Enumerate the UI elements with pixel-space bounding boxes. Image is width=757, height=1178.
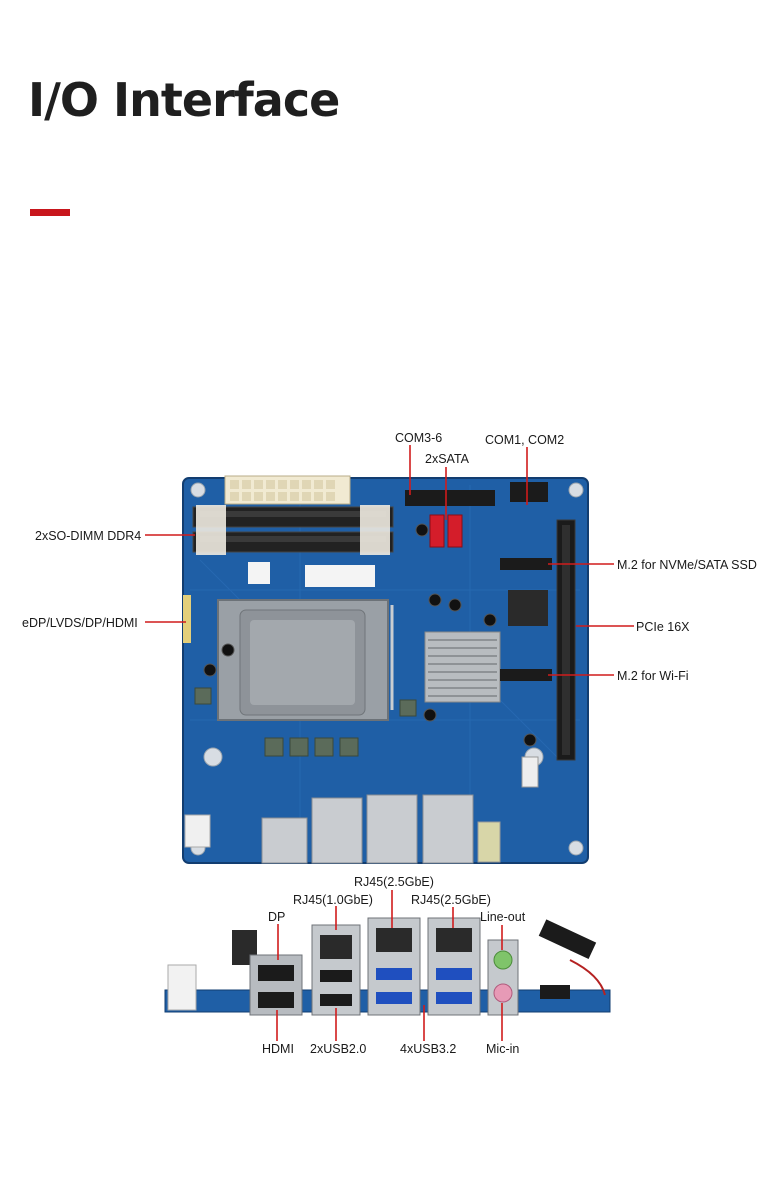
label-m2-nvme: M.2 for NVMe/SATA SSD — [617, 558, 757, 572]
label-usb2: 2xUSB2.0 — [310, 1042, 367, 1056]
label-rj45-2-5g-right: RJ45(2.5GbE) — [411, 893, 491, 907]
motherboard-top-view — [182, 475, 589, 864]
title-accent-bar — [30, 209, 70, 216]
label-rj45-1g: RJ45(1.0GbE) — [293, 893, 373, 907]
label-com1-com2: COM1, COM2 — [485, 433, 565, 447]
label-m2-wifi: M.2 for Wi-Fi — [617, 669, 689, 683]
label-mic-in: Mic-in — [486, 1042, 520, 1056]
label-usb32: 4xUSB3.2 — [400, 1042, 457, 1056]
motherboard-io-view — [164, 917, 611, 1016]
label-pcie: PCIe 16X — [636, 620, 690, 634]
label-sodimm: 2xSO-DIMM DDR4 — [35, 529, 142, 543]
label-com3-6: COM3-6 — [395, 431, 443, 445]
label-rj45-2-5g-top: RJ45(2.5GbE) — [354, 875, 434, 889]
label-dp: DP — [268, 910, 286, 924]
label-sata: 2xSATA — [425, 452, 469, 466]
page-title: I/O Interface — [28, 73, 340, 127]
label-line-out: Line-out — [480, 910, 526, 924]
leader-lines — [145, 445, 634, 1041]
label-edp: eDP/LVDS/DP/HDMI — [22, 616, 138, 630]
label-hdmi: HDMI — [262, 1042, 294, 1056]
